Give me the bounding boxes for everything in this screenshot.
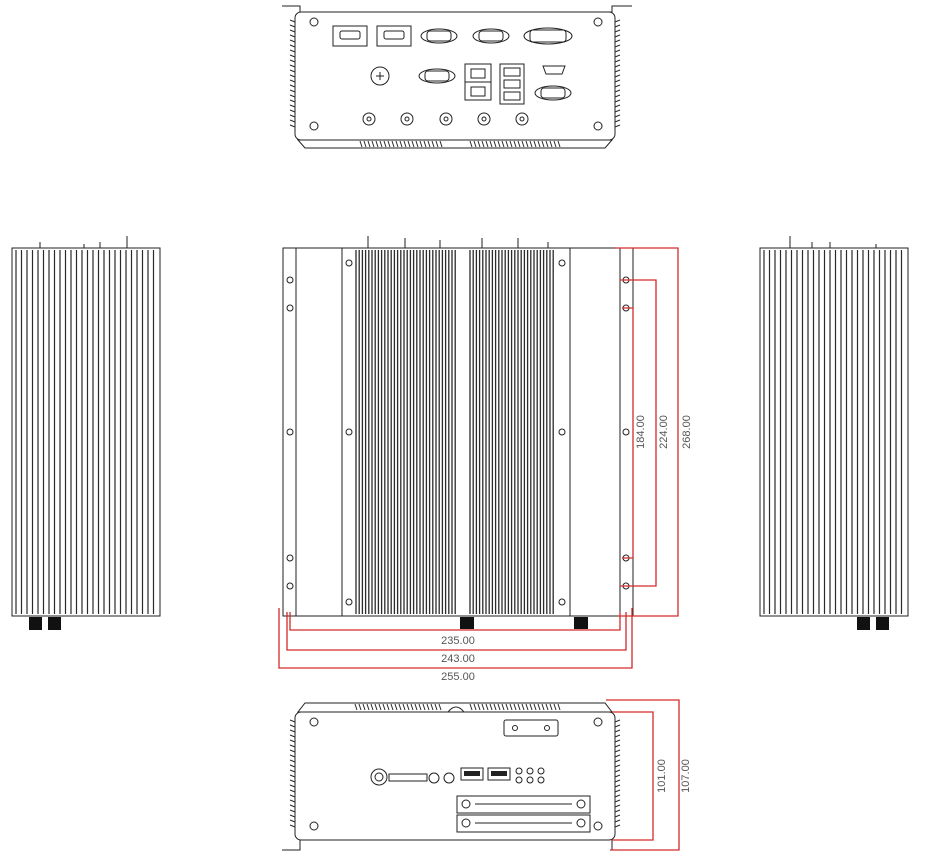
screw-icon	[593, 17, 603, 27]
left-side-fins	[15, 250, 155, 614]
heatsink-fins	[355, 250, 554, 614]
antenna-hole-icon	[400, 112, 414, 126]
rubber-foot-icon	[876, 617, 889, 630]
usb-port-icon	[460, 767, 484, 781]
rubber-foot-icon	[857, 617, 870, 630]
front-side-fins-right	[614, 719, 621, 828]
screw-icon	[593, 717, 603, 727]
usb-port-icon	[487, 767, 511, 781]
com-port-icon	[472, 28, 510, 44]
lan-port-icon	[464, 63, 492, 101]
dimension-label-107: 107.00	[680, 759, 692, 793]
rubber-foot-icon	[574, 617, 588, 629]
mount-hole-icon	[286, 582, 294, 590]
mount-hole-icon	[286, 304, 294, 312]
mount-hole-icon	[286, 276, 294, 284]
rear-side-fins-left	[289, 19, 296, 128]
right-side-fins	[763, 250, 903, 614]
serial-port-icon	[332, 25, 368, 47]
top-view	[282, 236, 634, 629]
led-indicator-icon	[443, 772, 455, 784]
dimension-lines-front-view	[606, 699, 680, 851]
rubber-foot-icon	[29, 617, 42, 630]
screw-icon	[558, 428, 566, 436]
screw-icon	[558, 598, 566, 606]
antenna-hole-icon	[515, 112, 529, 126]
dimension-lines-top-view	[278, 247, 679, 669]
front-view	[282, 702, 632, 851]
dimension-label-243: 243.00	[441, 653, 475, 665]
power-connector-icon	[370, 66, 390, 86]
screw-icon	[309, 821, 319, 831]
antenna-hole-icon	[477, 112, 491, 126]
front-side-fins-left	[289, 719, 296, 828]
screw-icon	[593, 121, 603, 131]
mount-hole-icon	[622, 428, 630, 436]
antenna-hole-icon	[362, 112, 376, 126]
power-button-icon	[370, 768, 388, 786]
com-port-icon	[418, 68, 456, 84]
dimension-label-235: 235.00	[441, 635, 475, 647]
screw-icon	[593, 821, 603, 831]
vga-port-icon	[523, 27, 573, 45]
dimension-label-101: 101.00	[656, 759, 668, 793]
right-side-view	[759, 236, 909, 630]
antenna-hole-icon	[439, 112, 453, 126]
sd-card-slot-icon	[388, 773, 428, 782]
mount-hole-icon	[286, 554, 294, 562]
front-top-vents	[354, 703, 561, 711]
rear-bottom-vents	[359, 140, 561, 148]
com-port-icon	[534, 85, 572, 101]
audio-jack-icon	[428, 772, 440, 784]
screw-icon	[345, 598, 353, 606]
dimension-label-224: 224.00	[658, 415, 670, 449]
dimension-labels: 235.00 243.00 255.00 184.00 224.00 268.0…	[441, 415, 693, 793]
rubber-foot-icon	[460, 617, 474, 629]
usb-port-icon	[499, 63, 525, 105]
screw-icon	[345, 428, 353, 436]
screw-icon	[309, 121, 319, 131]
rear-side-fins-right	[614, 19, 621, 128]
rubber-foot-icon	[48, 617, 61, 630]
hdmi-port-icon	[542, 65, 566, 75]
dimension-label-255: 255.00	[441, 671, 475, 683]
dimension-label-184: 184.00	[635, 415, 647, 449]
rear-view	[282, 5, 632, 149]
screw-icon	[345, 259, 353, 267]
drive-bay-icon	[456, 814, 591, 833]
screw-icon	[309, 17, 319, 27]
com-port-icon	[420, 28, 458, 44]
screw-icon	[309, 717, 319, 727]
sim-slot-cover-icon	[503, 719, 559, 737]
mount-hole-icon	[286, 428, 294, 436]
status-led-cluster-icon	[515, 767, 545, 784]
dimension-label-268: 268.00	[681, 415, 693, 449]
drive-bay-icon	[456, 795, 591, 814]
left-side-view	[11, 236, 161, 630]
screw-icon	[558, 259, 566, 267]
serial-port-icon	[376, 25, 412, 47]
